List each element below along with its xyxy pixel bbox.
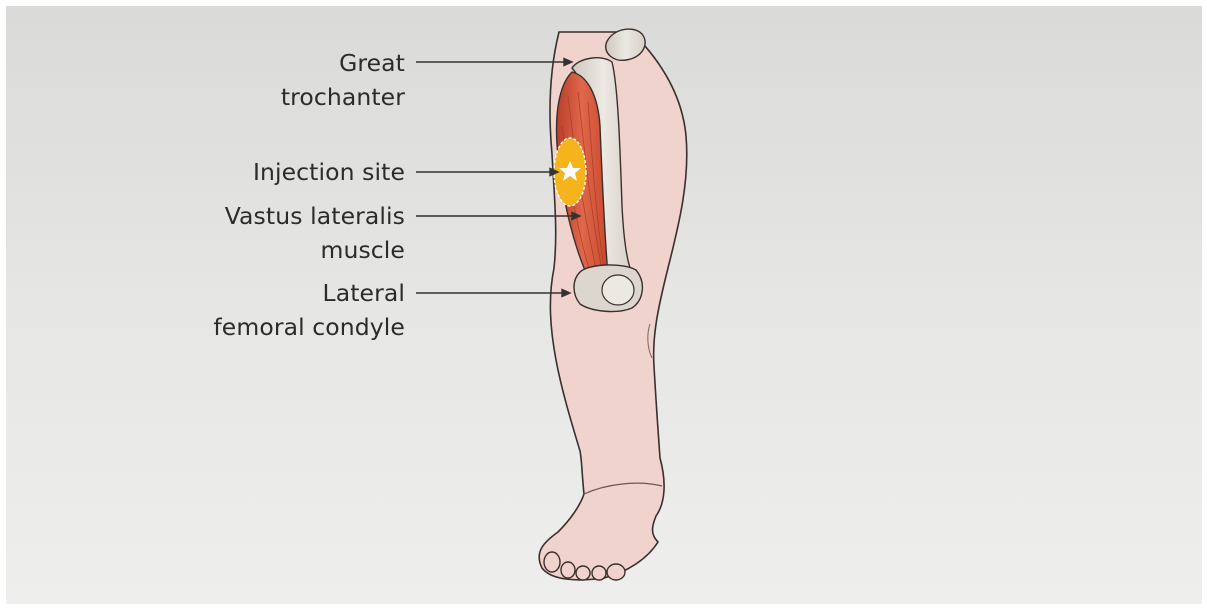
- condyle-highlight: [602, 275, 634, 305]
- label-great-trochanter: Great trochanter: [281, 46, 405, 114]
- label-vastus-lateralis: Vastus lateralis muscle: [225, 199, 405, 267]
- diagram-panel: Great trochanter Injection site Vastus l…: [6, 6, 1202, 604]
- label-lateral-femoral-condyle: Lateral femoral condyle: [213, 276, 405, 344]
- leg-illustration: [6, 6, 1202, 604]
- label-injection-site: Injection site: [253, 155, 405, 189]
